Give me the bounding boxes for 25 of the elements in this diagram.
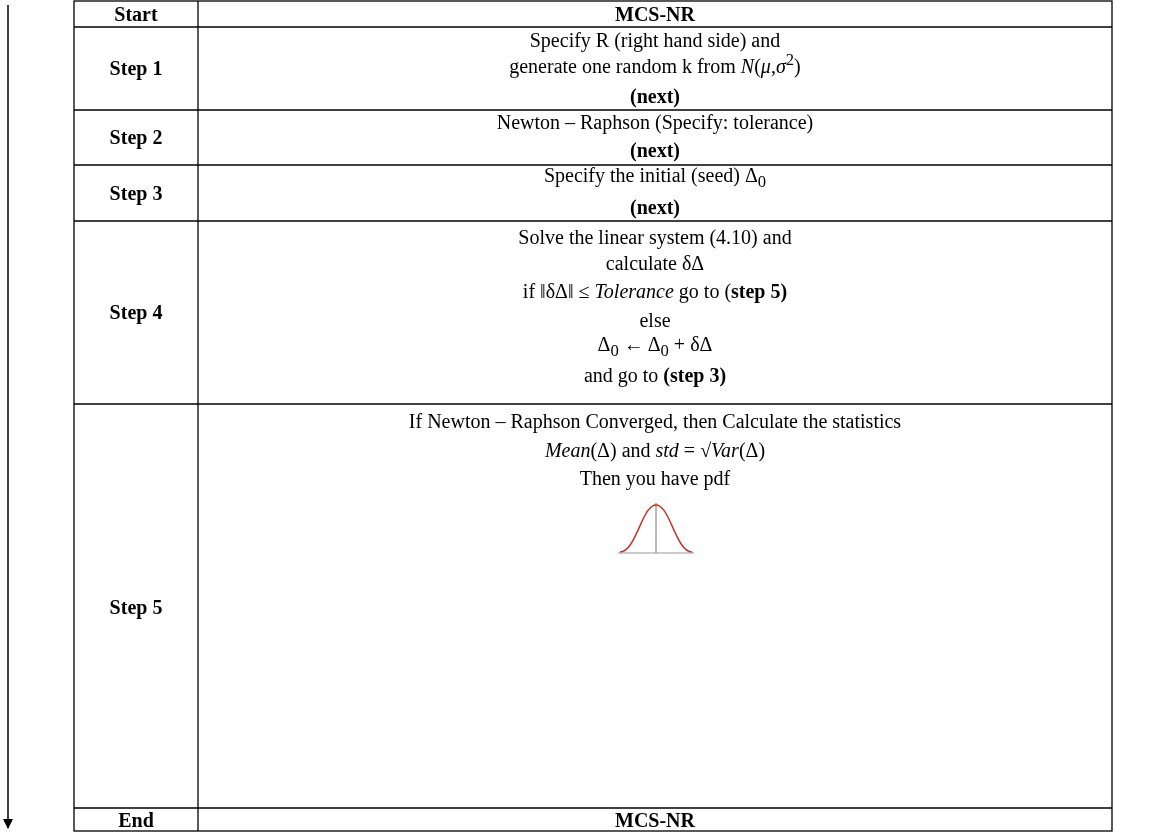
table-heading: (next)	[630, 139, 680, 161]
cell-text: Δ$_{0}$ ← Δ$_{0}$ + δΔ	[597, 333, 713, 361]
cell-text: Solve the linear system (4.10) and	[518, 226, 792, 248]
cell-text: Newton – Raphson (Specify: tolerance)	[496, 111, 814, 133]
row-label: End	[118, 809, 154, 831]
cell-text: else	[639, 309, 671, 331]
cell-text: If Newton – Raphson Converged, then Calculate the statistics	[408, 410, 902, 432]
row-label: Start	[114, 3, 158, 25]
row-label: Step 3	[109, 182, 163, 204]
cell-text: Mean(Δ) and std = √Var(Δ)	[544, 439, 766, 461]
table-heading: (next)	[630, 196, 680, 218]
cell-text: Specify R (right hand side) and	[529, 29, 781, 51]
row-label: Step 5	[109, 596, 163, 618]
cell-text: calculate δΔ	[605, 252, 705, 274]
row-label: Step 4	[109, 301, 163, 323]
cell-text: if ‖δΔ‖ ≤ Tolerance go to (step 5)	[522, 280, 788, 302]
cell-text: Specify the initial (seed) Δ$_{0}$	[543, 164, 767, 192]
table-heading: MCS-NR	[615, 809, 695, 831]
table-heading: MCS-NR	[615, 3, 695, 25]
cell-text: and go to (step 3)	[583, 364, 727, 386]
cell-text: generate one random k from N(μ,σ$^{2}$)	[509, 51, 801, 77]
table-heading: (next)	[630, 85, 680, 107]
row-label: Step 1	[109, 57, 163, 79]
row-label: Step 2	[109, 126, 163, 148]
cell-text: Then you have pdf	[579, 467, 731, 489]
